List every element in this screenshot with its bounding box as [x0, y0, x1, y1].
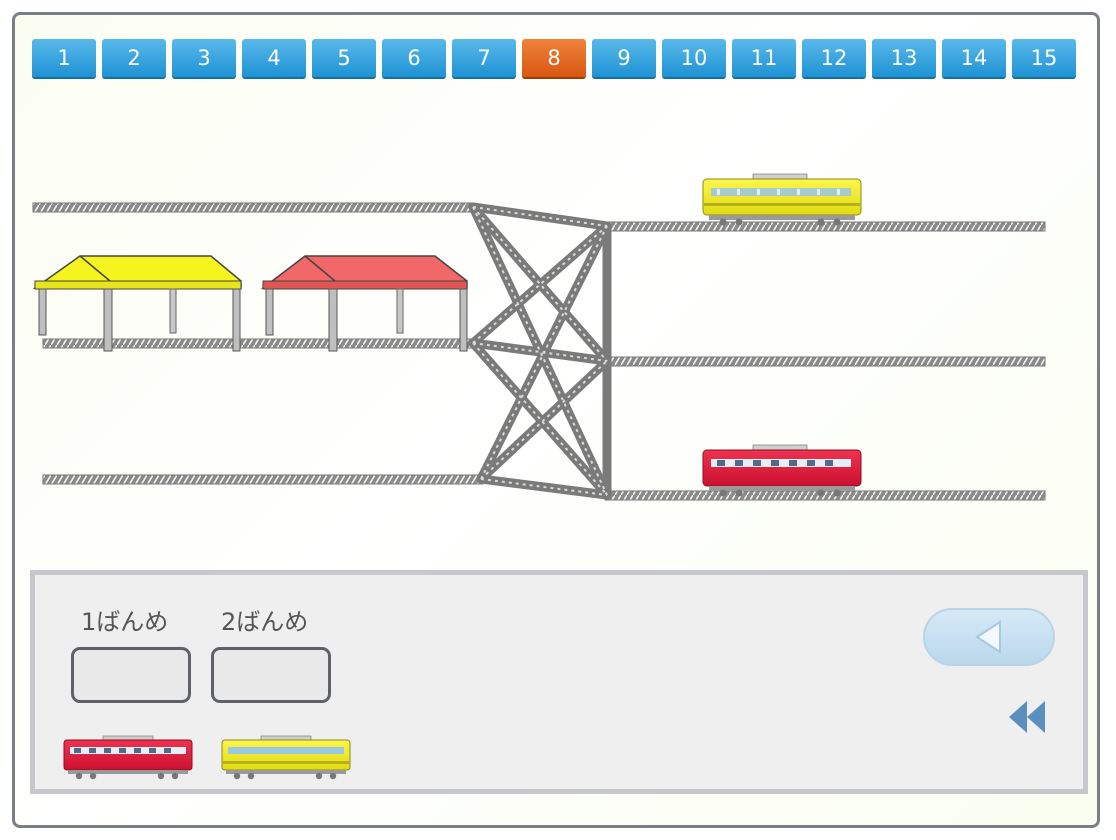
- level-button-10[interactable]: 10: [662, 39, 726, 77]
- rail-right-bottom: [604, 490, 1046, 501]
- level-button-14[interactable]: 14: [942, 39, 1006, 77]
- level-button-1[interactable]: 1: [32, 39, 96, 77]
- level-button-6[interactable]: 6: [382, 39, 446, 77]
- level-button-12[interactable]: 12: [802, 39, 866, 77]
- level-button-15[interactable]: 15: [1012, 39, 1076, 77]
- yellow-station: [32, 255, 242, 352]
- level-button-9[interactable]: 9: [592, 39, 656, 77]
- red-train[interactable]: [702, 444, 862, 497]
- level-button-3[interactable]: 3: [172, 39, 236, 77]
- yellow-train[interactable]: [702, 173, 862, 226]
- level-button-7[interactable]: 7: [452, 39, 516, 77]
- red-station: [260, 255, 468, 352]
- rail-left-bottom: [42, 474, 484, 485]
- level-button-13[interactable]: 13: [872, 39, 936, 77]
- double-chevron-left-icon[interactable]: [1005, 697, 1051, 737]
- level-button-8[interactable]: 8: [522, 39, 586, 77]
- level-button-11[interactable]: 11: [732, 39, 796, 77]
- rail-left-top: [32, 202, 474, 213]
- crossover-switch[interactable]: [468, 202, 612, 500]
- answer-slot-2[interactable]: [211, 647, 331, 703]
- answer-panel: 1ばんめ 2ばんめ: [30, 570, 1088, 794]
- triangle-left-icon: [975, 620, 1001, 654]
- level-button-5[interactable]: 5: [312, 39, 376, 77]
- level-button-2[interactable]: 2: [102, 39, 166, 77]
- answer-slot-1[interactable]: [71, 647, 191, 703]
- slot2-label: 2ばんめ: [221, 608, 309, 636]
- slot1-label: 1ばんめ: [81, 608, 169, 636]
- back-button[interactable]: [923, 608, 1055, 666]
- yellow-train-chip[interactable]: [221, 735, 353, 781]
- track-scene: [32, 173, 1046, 501]
- red-train-chip[interactable]: [63, 735, 195, 781]
- rail-right-top: [604, 221, 1046, 232]
- level-button-4[interactable]: 4: [242, 39, 306, 77]
- rail-right-middle: [604, 356, 1046, 367]
